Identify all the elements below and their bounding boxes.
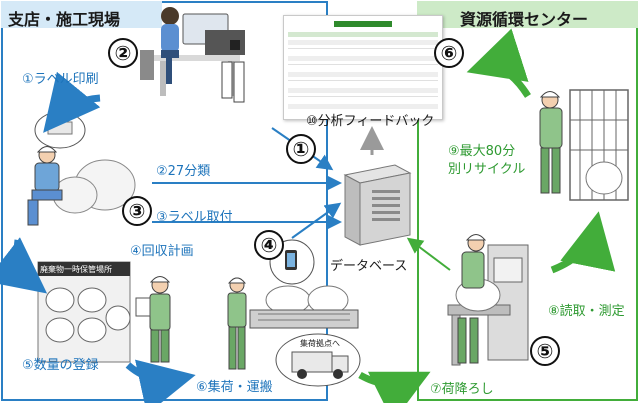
report-row: [288, 80, 438, 86]
step-badge-6: ⑥: [434, 38, 464, 68]
step-label-attach: ③ラベル取付: [156, 210, 233, 225]
sorting-worker-illustration: [27, 111, 136, 226]
arrow-step-1: [43, 71, 101, 133]
report-row: [288, 64, 438, 70]
arrow-step-7: [358, 371, 431, 403]
arrow-step-9: [466, 28, 531, 98]
report-row: [288, 72, 438, 77]
step-label-plan: ④回収計画: [130, 244, 194, 259]
branch-site-title: 支店・施工現場: [8, 10, 121, 29]
recycling-center-title: 資源循環センター: [460, 10, 589, 29]
office-worker-illustration: [140, 7, 245, 103]
arrow-step-8: [550, 211, 616, 274]
storage-area-illustration: [37, 261, 171, 363]
database-label: データベース: [330, 259, 408, 274]
step-badge-3: ③: [122, 196, 152, 226]
truck-bubble-text: 集荷拠点へ: [300, 339, 340, 348]
database-server-illustration: [343, 164, 412, 246]
report-row: [288, 88, 438, 93]
report-row: [288, 96, 438, 102]
step-badge-2: ②: [108, 38, 138, 68]
report-row: [288, 104, 438, 109]
report-row: [288, 56, 438, 61]
step-label-transport: ⑥集荷・運搬: [196, 380, 273, 395]
report-row: [288, 48, 438, 54]
recycling-cage-illustration: [539, 89, 629, 201]
truck-illustration: [227, 239, 361, 387]
report-row: [288, 32, 438, 37]
arrow-step-5: [125, 359, 196, 403]
measurement-station-illustration: [447, 234, 529, 366]
storage-sign: 廃棄物一時保管場所: [40, 265, 112, 274]
report-title-bar: [334, 21, 392, 27]
report-row: [288, 40, 438, 45]
recycling-center-header-bg: [417, 1, 638, 28]
step-label-register: ⑤数量の登録: [22, 358, 99, 373]
step-label-measure: ⑧読取・測定: [548, 304, 625, 319]
step-badge-1: ①: [286, 134, 316, 164]
step-label-recycle-2: 別リサイクル: [448, 162, 526, 177]
arrow-step-4: [0, 237, 48, 294]
step-label-print: ①ラベル印刷: [22, 72, 99, 87]
step-label-classify: ②27分類: [156, 164, 211, 179]
arrow-feed-5: [406, 237, 451, 271]
step-badge-4: ④: [254, 230, 284, 260]
branch-site-header-bg: [1, 1, 162, 28]
step-badge-5: ⑤: [530, 336, 560, 366]
analysis-report-thumbnail: [283, 15, 443, 120]
step-label-recycle-1: ⑨最大80分: [448, 144, 516, 159]
step-label-feedback: ⑩分析フィードバック: [306, 114, 435, 129]
step-label-unload: ⑦荷降ろし: [430, 382, 494, 397]
arrow-feed-4: [291, 202, 342, 239]
